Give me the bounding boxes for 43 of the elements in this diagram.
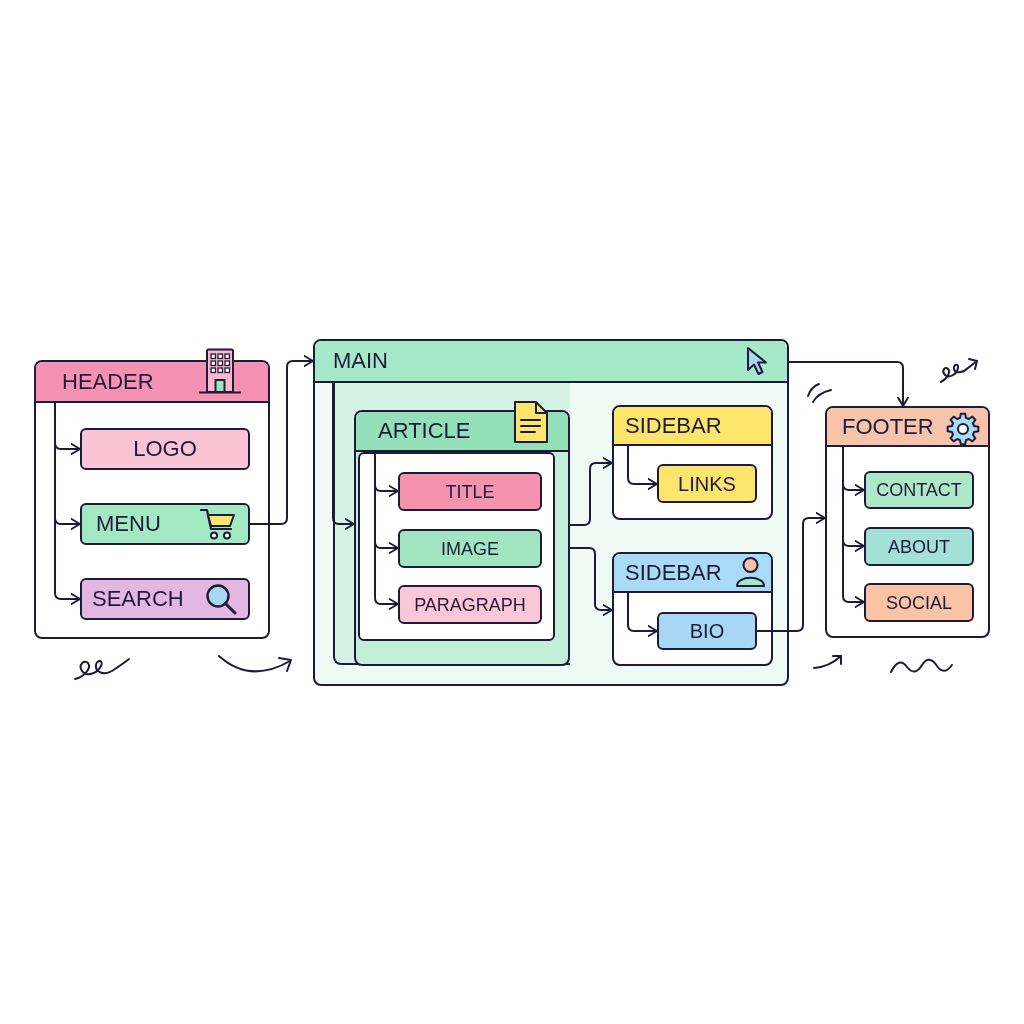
connector-arrow: [332, 382, 355, 530]
element-label: LINKS: [678, 473, 736, 494]
section-title: FOOTER: [842, 415, 934, 438]
element-label: TITLE: [445, 482, 495, 501]
element-label: BIO: [689, 621, 725, 641]
element-label: MENU: [96, 513, 161, 535]
element-label: CONTACT: [876, 481, 962, 499]
element-label: ABOUT: [888, 537, 950, 556]
element-block: [657, 464, 757, 503]
connector-arrow: [374, 451, 399, 610]
element-label: IMAGE: [441, 539, 499, 558]
section-title: SIDEBAR: [625, 414, 722, 437]
element-block: [398, 585, 542, 624]
element-label: SOCIAL: [886, 593, 952, 612]
element-block: [657, 612, 757, 650]
element-block: [398, 472, 542, 511]
element-block: [398, 529, 542, 568]
connector-arrow: [756, 512, 826, 632]
section-title: ARTICLE: [378, 420, 471, 442]
element-block: [864, 527, 974, 566]
connector-arrow: [788, 361, 909, 407]
connector-arrow: [569, 457, 613, 526]
element-block: [80, 428, 250, 470]
element-block: [864, 583, 974, 622]
section-panel: [612, 405, 773, 520]
section-title: MAIN: [333, 350, 388, 372]
connector-arrow: [249, 355, 314, 525]
connector-arrow: [569, 547, 613, 616]
section-panel: [612, 552, 773, 666]
section-title: HEADER: [62, 370, 154, 393]
element-label: SEARCH: [92, 588, 184, 610]
element-block: [80, 578, 250, 620]
element-block: [80, 503, 250, 545]
element-label: PARAGRAPH: [414, 595, 526, 614]
connector-arrow: [54, 402, 81, 605]
element-block: [864, 471, 974, 509]
connector-arrow: [627, 445, 658, 490]
connector-arrow: [627, 592, 658, 637]
element-label: LOGO: [133, 438, 197, 460]
section-title: SIDEBAR: [625, 561, 722, 584]
section-panel: [313, 339, 789, 686]
connector-arrow: [842, 446, 865, 608]
section-panel: [825, 406, 990, 638]
